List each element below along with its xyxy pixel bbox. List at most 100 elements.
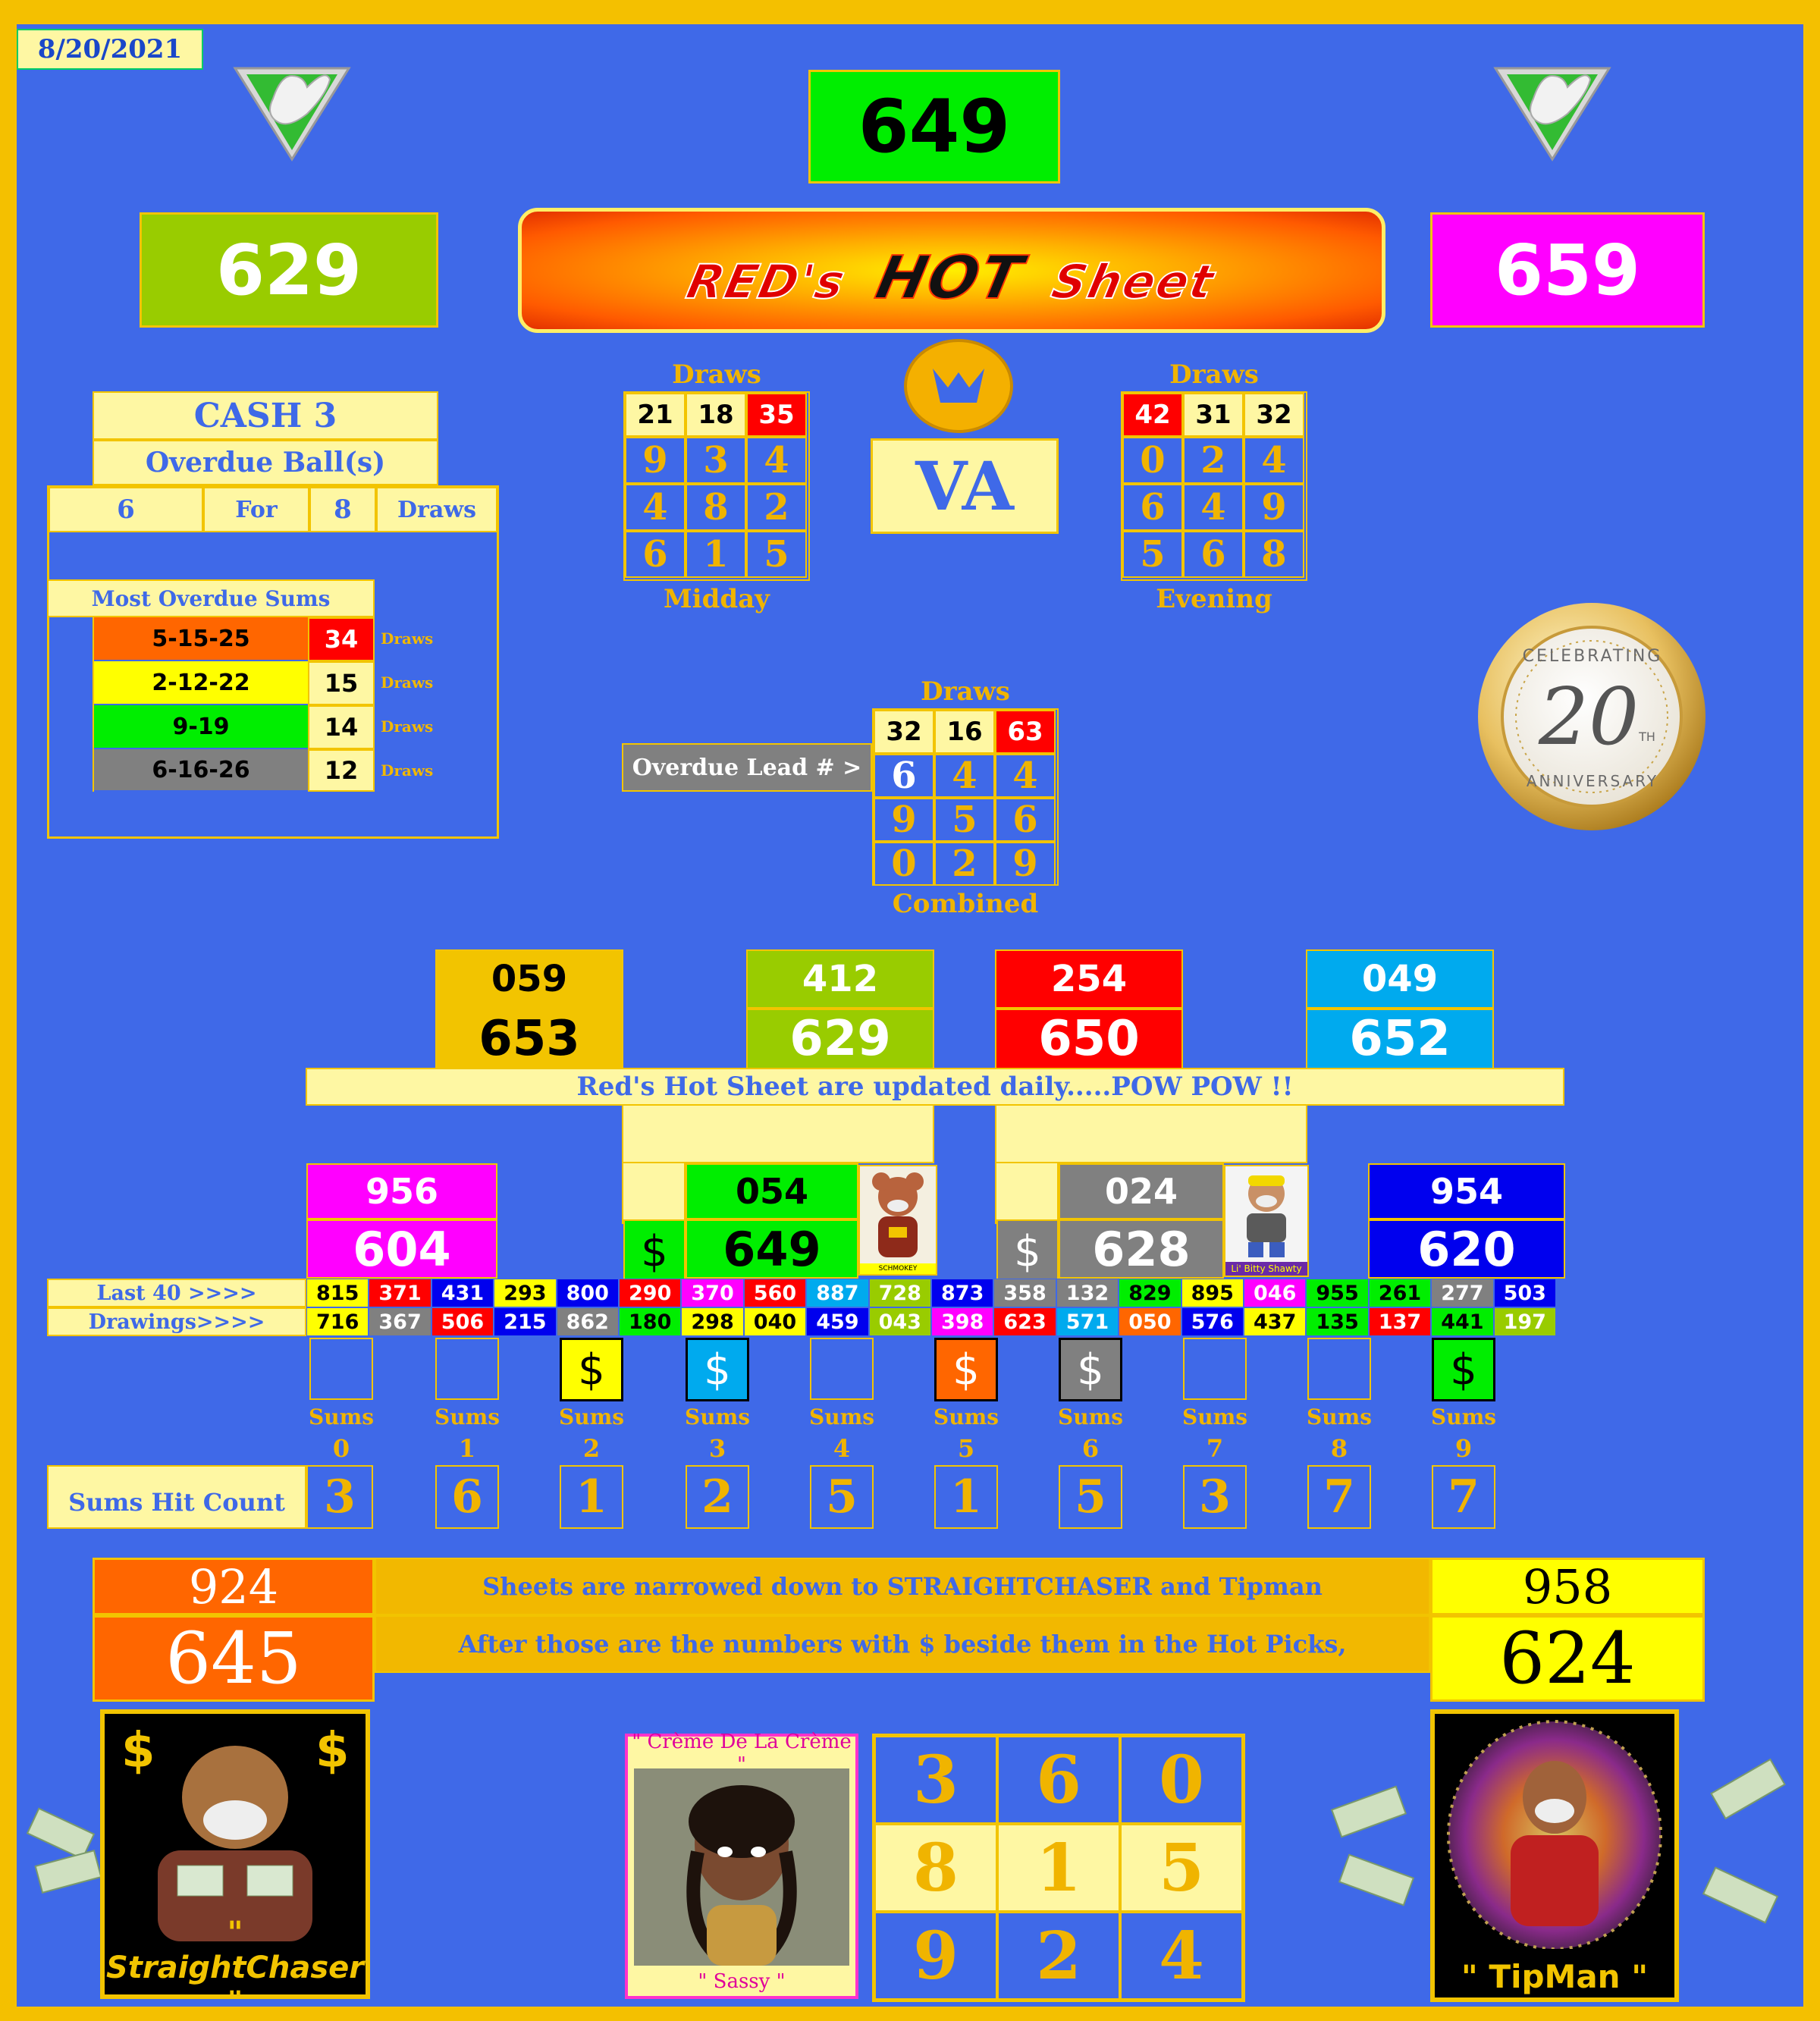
update-banner: Red's Hot Sheet are updated daily.....PO…: [306, 1068, 1564, 1106]
draw-result-cell: 506: [431, 1307, 494, 1336]
reds-logo-icon: [902, 338, 1015, 434]
bottom-left-big: 645: [93, 1615, 375, 1702]
connector-block: [995, 1163, 1059, 1224]
banner-hot-text: HOT: [869, 243, 1030, 313]
pick-small-number: 956: [306, 1163, 497, 1219]
sums-hit-count-label: Sums Hit Count: [47, 1465, 306, 1529]
pick-big-number: 652: [1306, 1009, 1494, 1069]
pick-big-number: 620: [1368, 1219, 1565, 1279]
draw-result-cell: 040: [743, 1307, 807, 1336]
overdue-draws-suffix: Draws: [381, 629, 434, 648]
draw-result-cell: 576: [1181, 1307, 1244, 1336]
draw-result-cell: 560: [743, 1279, 807, 1307]
overdue-balls-label: Overdue Ball(s): [93, 440, 438, 485]
combined-digit: 9: [874, 798, 934, 842]
svg-text:$: $: [315, 1723, 350, 1779]
bottom-grid-digit: 9: [874, 1912, 997, 2000]
dollar-sign-icon: $: [1059, 1338, 1122, 1401]
draw-result-cell: 437: [1244, 1307, 1307, 1336]
draw-result-cell: 862: [556, 1307, 619, 1336]
tipman-label: " TipMan ": [1461, 1957, 1649, 1995]
overdue-sum-range: 6-16-26: [94, 749, 308, 792]
bottom-grid-digit: 5: [1120, 1824, 1243, 1912]
draw-result-cell: 132: [1056, 1279, 1119, 1307]
last40-label: Last 40 >>>>: [47, 1279, 306, 1307]
anniversary-bottom-text: ANNIVERSARY: [1526, 772, 1659, 790]
sassy-label: " Sassy ": [698, 1970, 786, 1993]
sum-slot: [1183, 1338, 1247, 1400]
sums-label: Sums: [685, 1404, 750, 1429]
bottom-right-big: 624: [1430, 1615, 1705, 1702]
money-bills-icon: [1691, 1744, 1805, 1972]
evening-digit: 5: [1122, 531, 1183, 578]
sums-digit: 4: [833, 1434, 851, 1463]
bottom-grid-digit: 1: [997, 1824, 1120, 1912]
draw-result-cell: 800: [556, 1279, 619, 1307]
sums-hit-value: 3: [1183, 1465, 1247, 1529]
sums-digit: 0: [332, 1434, 350, 1463]
most-overdue-sums-title: Most Overdue Sums: [47, 579, 375, 617]
midday-digit: 2: [746, 484, 807, 531]
sums-label: Sums: [1058, 1404, 1123, 1429]
draw-result-cell: 046: [1244, 1279, 1307, 1307]
overdue-draws-suffix: Draws: [381, 717, 434, 736]
evening-digit: 4: [1244, 437, 1304, 484]
connector-block: [995, 1106, 1307, 1163]
evening-draw-count: 31: [1183, 393, 1244, 437]
for-label: For: [203, 487, 309, 532]
left-number: 629: [140, 212, 438, 328]
creme-panel: " Crème De La Crème " " Sassy ": [625, 1731, 858, 1999]
draw-result-cell: 873: [931, 1279, 994, 1307]
overdue-sum-range: 9-19: [94, 705, 308, 749]
draw-result-cell: 043: [868, 1307, 931, 1336]
pick-big-number: 629: [746, 1009, 934, 1069]
combined-digit: 0: [874, 842, 934, 886]
sassy-image: [634, 1768, 849, 1966]
top-number: 649: [808, 70, 1060, 184]
sums-label: Sums: [435, 1404, 500, 1429]
state-label: VA: [871, 438, 1059, 534]
right-number: 659: [1430, 212, 1705, 328]
anniversary-suffix: TH: [1639, 729, 1655, 744]
drawings-label: Drawings>>>>: [47, 1307, 306, 1336]
pick-small-number: 059: [435, 949, 623, 1009]
overdue-panel: [47, 485, 499, 839]
draw-result-cell: 728: [868, 1279, 931, 1307]
draw-result-cell: 716: [306, 1307, 369, 1336]
bottom-right-small: 958: [1430, 1558, 1705, 1615]
evening-digit: 4: [1183, 484, 1244, 531]
combined-digit: 6: [995, 798, 1056, 842]
sums-hit-value: 5: [1059, 1465, 1122, 1529]
midday-draws-header: Draws: [672, 359, 761, 390]
pick-big-number: 604: [306, 1219, 497, 1279]
pick-small-number: 954: [1368, 1163, 1565, 1219]
draw-result-cell: 261: [1368, 1279, 1432, 1307]
sums-hit-value: 2: [686, 1465, 749, 1529]
combined-digit: 4: [934, 754, 995, 798]
draw-result-cell: 431: [431, 1279, 494, 1307]
draw-result-cell: 398: [931, 1307, 994, 1336]
bottom-grid-digit: 6: [997, 1736, 1120, 1824]
creme-label: " Crème De La Crème ": [632, 1731, 852, 1776]
combined-digit: 2: [934, 842, 995, 886]
overdue-draws-suffix: Draws: [381, 761, 434, 780]
combined-digit: 9: [995, 842, 1056, 886]
draw-result-cell: 371: [369, 1279, 431, 1307]
sums-hit-value: 1: [934, 1465, 998, 1529]
overdue-ball-value: 6: [49, 487, 203, 532]
money-bills-icon: [1320, 1775, 1441, 1926]
draw-result-cell: 135: [1306, 1307, 1369, 1336]
sums-hit-value: 3: [306, 1465, 373, 1529]
shawty-mascot-image: Li' Bitty Shawty: [1224, 1165, 1309, 1277]
sum-slot: [435, 1338, 499, 1400]
draw-result-cell: 050: [1119, 1307, 1181, 1336]
overdue-sum-range: 2-12-22: [94, 661, 308, 705]
combined-draw-count: 32: [874, 710, 934, 754]
money-bills-icon: [23, 1805, 114, 1919]
midday-digit: 6: [625, 531, 686, 578]
pick-big-number: 649: [686, 1219, 858, 1279]
evening-digit: 6: [1122, 484, 1183, 531]
draw-result-cell: 370: [681, 1279, 744, 1307]
